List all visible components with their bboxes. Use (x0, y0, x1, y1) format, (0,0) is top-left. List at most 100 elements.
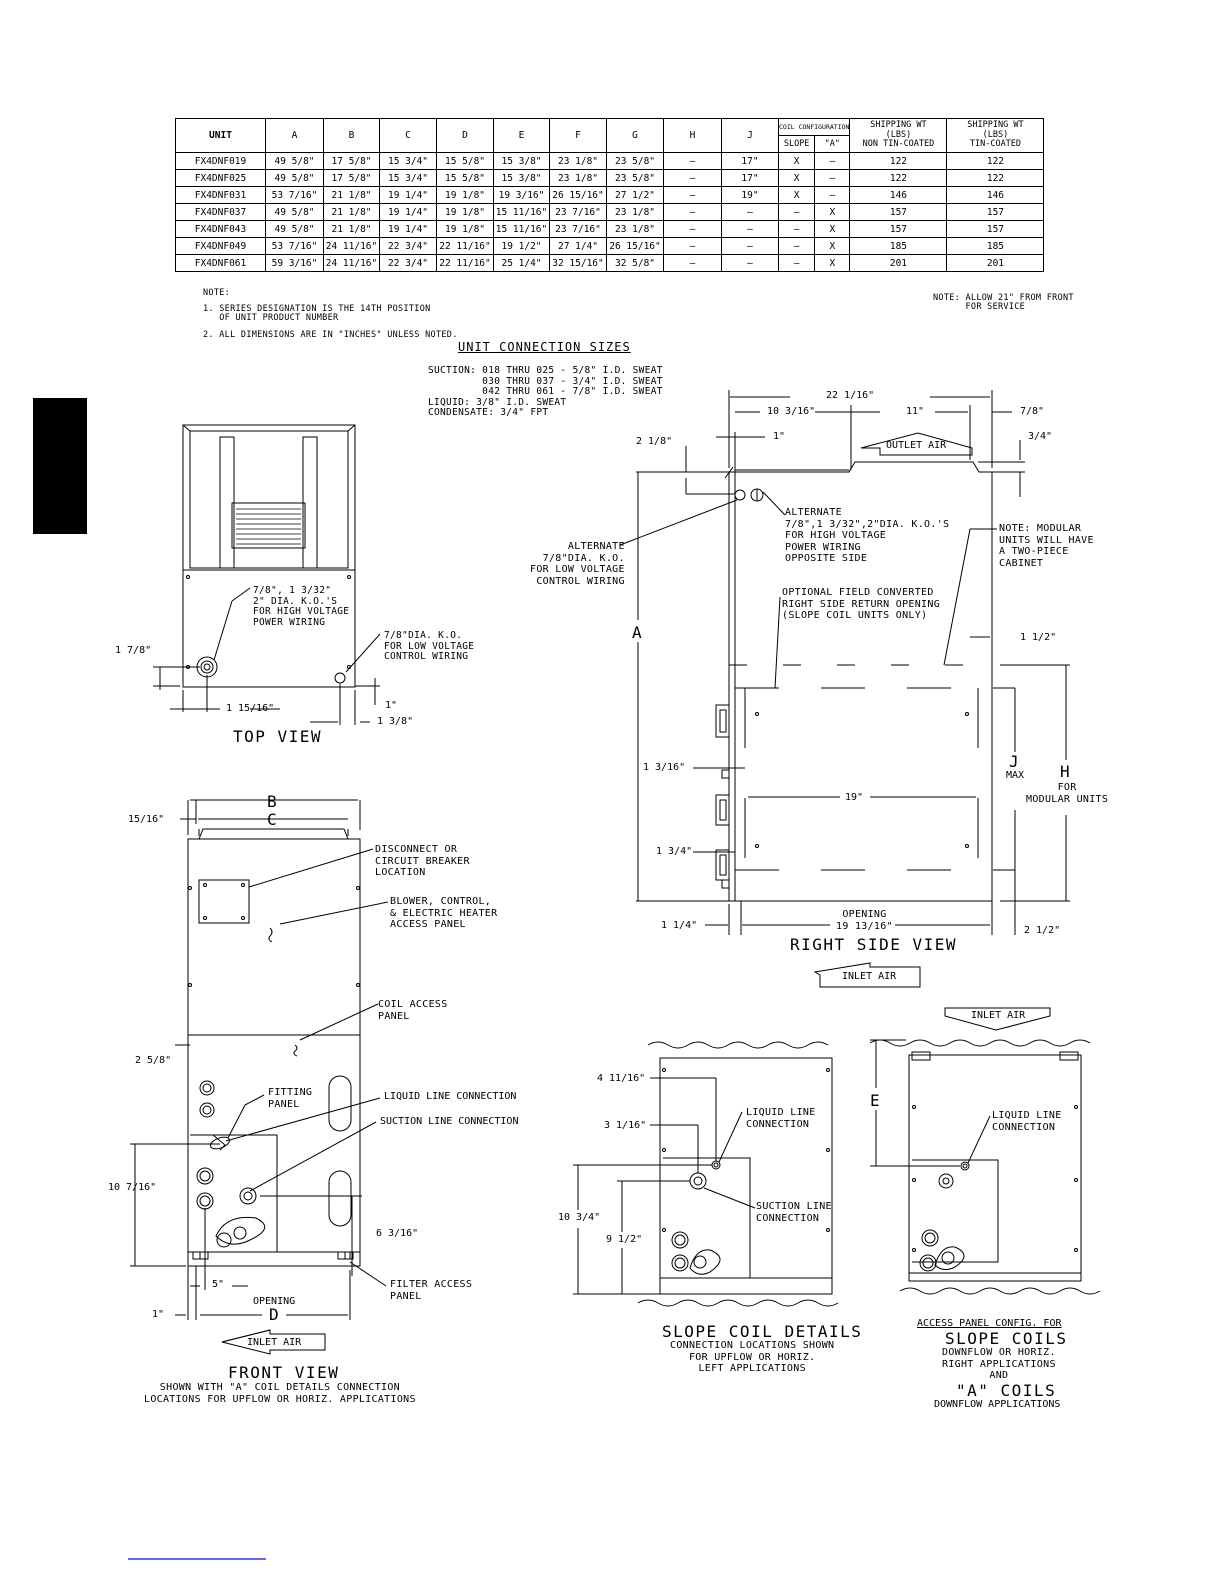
connection-sizes-title: UNIT CONNECTION SIZES (458, 340, 631, 354)
right-dim-2-1-8: 2 1/8" (636, 436, 673, 447)
right-inlet-air-label: INLET AIR (842, 971, 897, 982)
right-dim-11: 11" (906, 406, 925, 417)
right-dim-19: 19" (845, 792, 864, 803)
table-cell: — (663, 254, 722, 272)
dimension-table: UNIT A B C D E F G H J COIL CONFIGURATIO… (175, 118, 1045, 272)
right-dim-1-1-2: 1 1/2" (1020, 632, 1057, 643)
slope-liquid-label: LIQUID LINE CONNECTION (746, 1107, 816, 1130)
right-dim-1-1-4: 1 1/4" (661, 920, 698, 931)
right-dim-1: 1" (773, 431, 786, 442)
right-opening-label: OPENING 19 13/16" (836, 909, 893, 932)
front-dim-d: D (269, 1305, 281, 1324)
access-liquid-label: LIQUID LINE CONNECTION (992, 1110, 1062, 1133)
front-dim-5: 5" (212, 1279, 225, 1290)
front-fitting-label: FITTING PANEL (268, 1087, 313, 1110)
service-note: NOTE: ALLOW 21" FROM FRONT FOR SERVICE (933, 293, 1074, 312)
table-cell: — (777, 237, 816, 255)
right-dim-7-8: 7/8" (1020, 406, 1045, 417)
note-1: 1. SERIES DESIGNATION IS THE 14TH POSITI… (203, 304, 431, 323)
front-suction-label: SUCTION LINE CONNECTION (380, 1116, 519, 1127)
front-dim-2-5-8: 2 5/8" (135, 1055, 172, 1066)
right-dim-1-3-16: 1 3/16" (643, 762, 686, 773)
table-cell: 201 (946, 254, 1045, 272)
front-dim-6-3-16: 6 3/16" (376, 1228, 419, 1239)
front-filter-label: FILTER ACCESS PANEL (390, 1279, 473, 1302)
right-dim-22-1-16: 22 1/16" (826, 390, 875, 401)
slope-detail-subtitle: CONNECTION LOCATIONS SHOWN FOR UPFLOW OR… (670, 1340, 835, 1374)
access-inlet-air-label: INLET AIR (971, 1010, 1026, 1021)
front-dim-c: C (267, 810, 279, 829)
front-view-subtitle: SHOWN WITH "A" COIL DETAILS CONNECTION L… (144, 1382, 416, 1405)
access-slope-coils-title: SLOPE COILS (945, 1329, 1068, 1348)
right-alt-high-label: ALTERNATE 7/8",1 3/32",2"DIA. K.O.'S FOR… (785, 507, 950, 564)
right-dim-1-3-4: 1 3/4" (656, 846, 693, 857)
table-cell: 32 5/8" (606, 254, 664, 272)
section-tab-marker (33, 398, 87, 534)
connection-sizes-body: SUCTION: 018 THRU 025 - 5/8" I.D. SWEAT … (428, 365, 663, 418)
right-side-view-drawing (619, 390, 1070, 988)
front-inlet-air-label: INLET AIR (247, 1337, 302, 1348)
slope-suction-label: SUCTION LINE CONNECTION (756, 1201, 832, 1224)
access-panel-detail-drawing (869, 1007, 1101, 1295)
top-dim-1-3-8: 1 3/8" (377, 716, 414, 727)
table-cell: 122 (946, 169, 1045, 187)
header-f: F (549, 118, 607, 153)
right-dim-j: J (1009, 752, 1021, 771)
front-liquid-label: LIQUID LINE CONNECTION (384, 1091, 517, 1102)
front-blower-label: BLOWER, CONTROL, & ELECTRIC HEATER ACCES… (390, 896, 498, 930)
top-dim-1-15-16: 1 15/16" (226, 703, 275, 714)
right-modular-units-label: FOR MODULAR UNITS (1026, 782, 1109, 805)
access-detail-header: ACCESS PANEL CONFIG. FOR (917, 1318, 1062, 1329)
table-cell: — (777, 254, 816, 272)
slope-dim-10-3-4: 10 3/4" (558, 1212, 601, 1223)
header-ship-non-tin-1: SHIPPING WT (870, 120, 927, 131)
right-max-label: MAX (1006, 770, 1025, 781)
table-cell: 32 15/16" (549, 254, 607, 272)
slope-coil-detail-drawing (573, 1041, 839, 1307)
right-optional-label: OPTIONAL FIELD CONVERTED RIGHT SIDE RETU… (782, 587, 941, 621)
header-d: D (436, 118, 494, 153)
front-dim-1: 1" (152, 1309, 165, 1320)
front-view-drawing (130, 799, 389, 1355)
header-ship-non-tin: SHIPPING WT (LBS) NON TIN-COATED (849, 118, 948, 153)
top-dim-1: 1" (385, 700, 398, 711)
top-ko-high-label: 7/8", 1 3/32" 2" DIA. K.O.'S FOR HIGH VO… (253, 585, 350, 628)
front-dim-b: B (267, 792, 279, 811)
table-cell: X (814, 254, 851, 272)
front-disconnect-label: DISCONNECT OR CIRCUIT BREAKER LOCATION (375, 844, 470, 878)
access-a-coils-title: "A" COILS (956, 1381, 1057, 1400)
access-slope-subtitle: DOWNFLOW OR HORIZ. RIGHT APPLICATIONS AN… (942, 1347, 1056, 1381)
right-alt-low-label: ALTERNATE 7/8"DIA. K.O. FOR LOW VOLTAGE … (530, 541, 625, 587)
header-ship-non-tin-3: NON TIN-COATED (862, 139, 935, 150)
header-e: E (493, 118, 550, 153)
access-a-coils-subtitle: DOWNFLOW APPLICATIONS (934, 1399, 1061, 1410)
front-dim-10-7-16: 10 7/16" (108, 1182, 157, 1193)
right-dim-3-4: 3/4" (1028, 431, 1053, 442)
right-dim-10-3-16: 10 3/16" (767, 406, 816, 417)
right-dim-h: H (1060, 762, 1072, 781)
table-cell: — (814, 152, 851, 170)
front-dim-15-16: 15/16" (128, 814, 165, 825)
right-dim-a: A (632, 623, 644, 642)
header-ship-tin: SHIPPING WT (LBS) TIN-COATED (946, 118, 1045, 153)
table-cell: 22 3/4" (379, 254, 437, 272)
header-slope: SLOPE (777, 135, 816, 153)
front-coil-access-label: COIL ACCESS PANEL (378, 999, 448, 1022)
header-ship-non-tin-2: (LBS) (885, 129, 912, 140)
note-2: 2. ALL DIMENSIONS ARE IN "INCHES" UNLESS… (203, 330, 458, 340)
top-view-title: TOP VIEW (233, 727, 323, 746)
top-ko-low-label: 7/8"DIA. K.O. FOR LOW VOLTAGE CONTROL WI… (384, 630, 475, 662)
access-dim-e: E (870, 1091, 882, 1110)
header-ship-tin-3: TIN-COATED (969, 139, 1022, 150)
slope-dim-9-1-2: 9 1/2" (606, 1234, 643, 1245)
front-view-title: FRONT VIEW (228, 1363, 340, 1382)
front-opening-label: OPENING (253, 1296, 296, 1307)
header-ship-tin-1: SHIPPING WT (967, 120, 1024, 131)
right-view-title: RIGHT SIDE VIEW (790, 935, 957, 954)
slope-dim-3-1-16: 3 1/16" (604, 1120, 647, 1131)
header-unit: UNIT (175, 118, 266, 153)
right-modular-note: NOTE: MODULAR UNITS WILL HAVE A TWO-PIEC… (999, 523, 1094, 569)
